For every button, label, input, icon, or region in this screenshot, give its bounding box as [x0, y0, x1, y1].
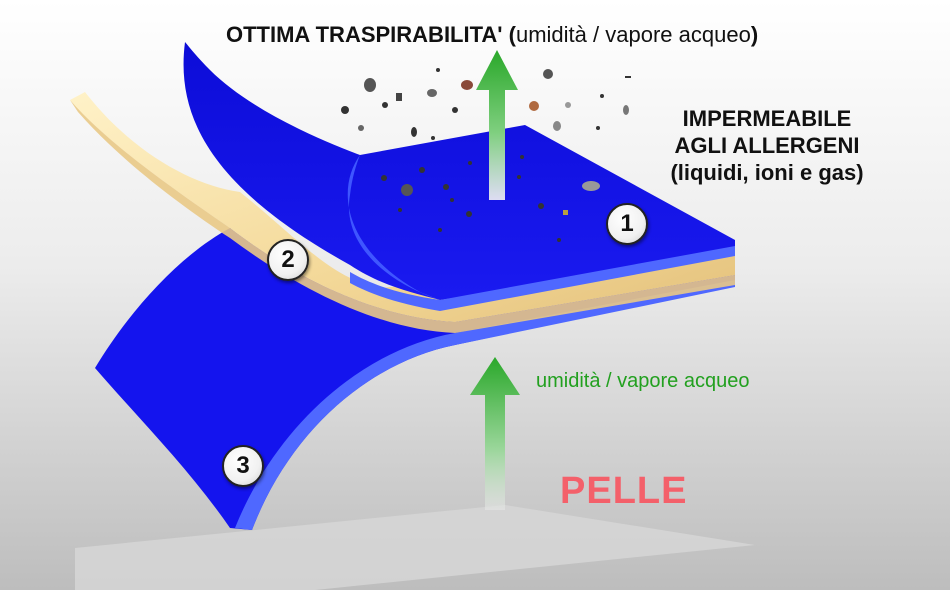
skin-label: PELLE	[560, 470, 688, 512]
layer-2-badge: 2	[267, 239, 309, 281]
allergen-impermeable-block: IMPERMEABILE AGLI ALLERGENI (liquidi, io…	[652, 105, 882, 186]
layer-2-sheet	[70, 92, 735, 322]
breathability-detail-text: umidità / vapore acqueo	[515, 22, 751, 47]
breathability-close-text: )	[750, 22, 759, 47]
breathability-bold-text: OTTIMA TRASPIRABILITA' (	[226, 22, 516, 47]
allergen-line-2: AGLI ALLERGENI	[674, 133, 860, 158]
moisture-label: umidità / vapore acqueo	[536, 370, 750, 392]
floor-shadow	[75, 505, 755, 590]
moisture-arrow	[470, 357, 520, 510]
allergen-line-1: IMPERMEABILE	[682, 106, 852, 131]
breathability-arrow	[476, 50, 518, 200]
layer-1-sheet	[183, 42, 735, 300]
allergen-particles	[341, 68, 631, 242]
layer-2-edge	[70, 100, 735, 333]
layer-3-edge	[235, 280, 735, 530]
breathability-title: OTTIMA TRASPIRABILITA' (umidità / vapore…	[226, 22, 758, 48]
allergen-line-3: (liquidi, ioni e gas)	[670, 160, 864, 185]
layer-1-badge: 1	[606, 203, 648, 245]
layer-3-badge: 3	[222, 445, 264, 487]
